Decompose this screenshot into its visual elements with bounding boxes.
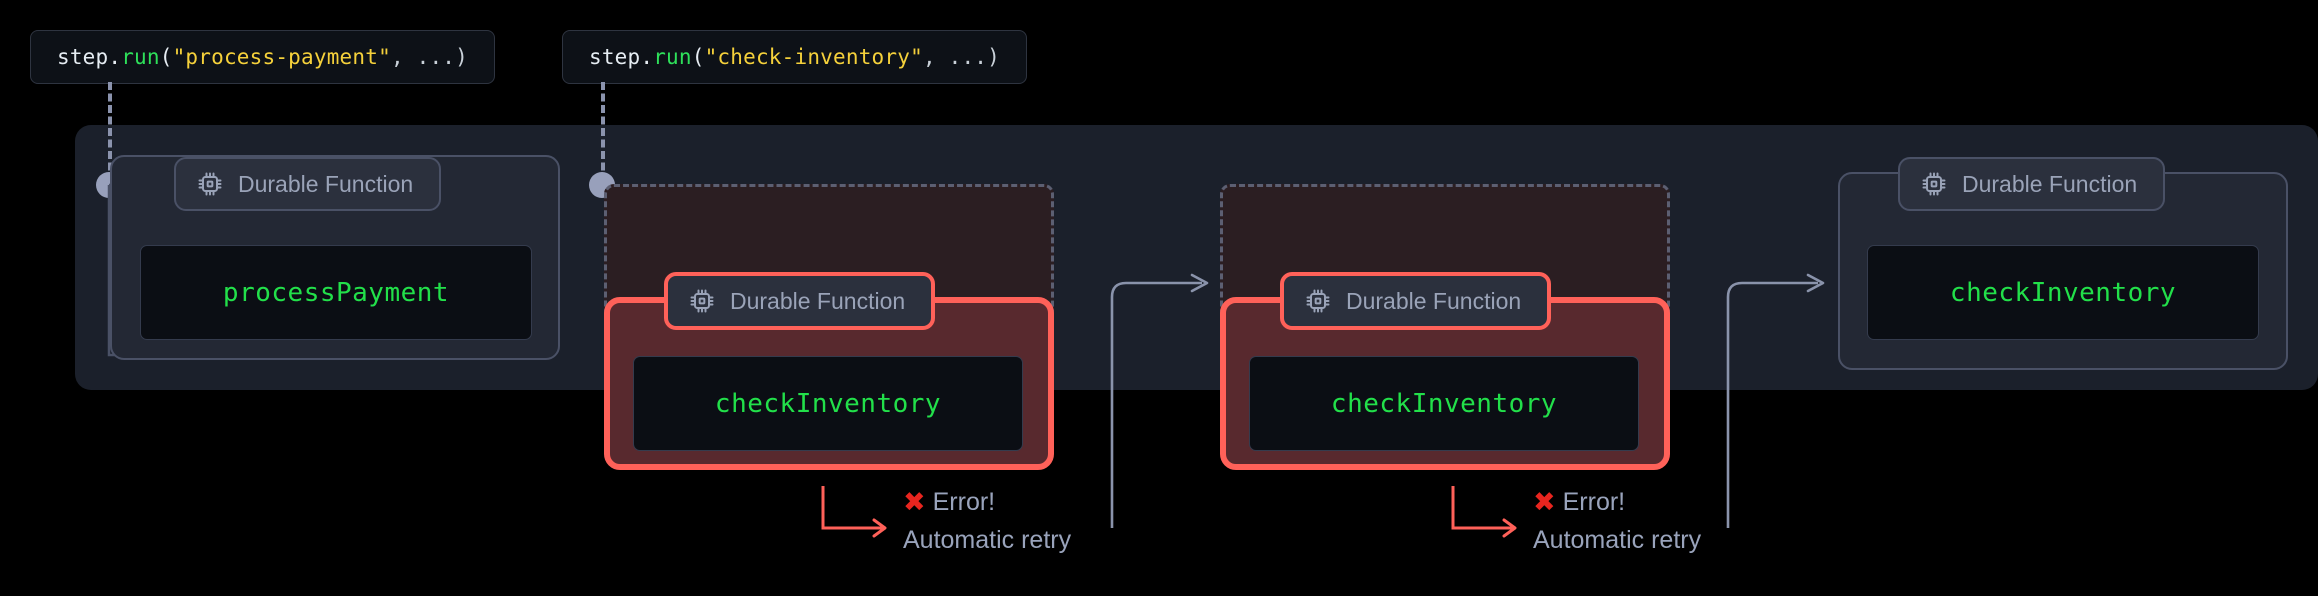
cpu-chip-icon [198, 172, 222, 196]
durable-function-chip-4[interactable]: Durable Function [1898, 157, 2166, 211]
error-title-1: Error! [932, 488, 996, 516]
error-title-2: Error! [1562, 488, 1626, 516]
durable-function-chip-label-4: Durable Function [1962, 170, 2138, 197]
fn-terminal-process-payment: processPayment [140, 245, 532, 340]
error-title-row: ✖ Error! [1533, 488, 1701, 517]
code-open-paren: ( [691, 45, 705, 69]
red-cross-icon: ✖ [903, 487, 926, 518]
durable-function-chip-label-1: Durable Function [238, 170, 414, 197]
error-annotation-2: ✖ Error! Automatic retry [1533, 488, 1701, 555]
code-open-paren: ( [159, 45, 173, 69]
callout-leader-line-1 [108, 82, 112, 182]
retry-arrow-2 [1726, 273, 1825, 528]
code-prefix: step. [57, 45, 122, 69]
fn-name-check-inventory-1: checkInventory [714, 388, 942, 419]
cpu-chip-icon [690, 289, 714, 313]
code-prefix: step. [589, 45, 654, 69]
code-fn: run [653, 45, 692, 69]
code-callout-process-payment[interactable]: step.run("process-payment", ...) [30, 30, 495, 84]
durable-function-chip-label-2: Durable Function [730, 287, 906, 314]
code-string: "process-payment" [172, 45, 391, 69]
cpu-chip-icon [1922, 172, 1946, 196]
fn-terminal-check-inventory-2: checkInventory [1249, 356, 1639, 451]
durable-function-chip-3[interactable]: Durable Function [1280, 272, 1552, 330]
fn-terminal-check-inventory-1: checkInventory [633, 356, 1023, 451]
error-arrow-red-2 [1451, 486, 1517, 538]
code-string: "check-inventory" [704, 45, 923, 69]
error-subtitle-2: Automatic retry [1533, 526, 1702, 554]
code-rest: , ...) [390, 45, 468, 69]
error-arrow-red-1 [821, 486, 887, 538]
durable-function-chip-2[interactable]: Durable Function [664, 272, 936, 330]
durable-function-chip-label-3: Durable Function [1346, 287, 1522, 314]
code-rest: , ...) [922, 45, 1000, 69]
fn-name-process-payment: processPayment [222, 277, 450, 308]
fn-terminal-check-inventory-final: checkInventory [1867, 245, 2259, 340]
error-title-row: ✖ Error! [903, 488, 1071, 517]
error-annotation-1: ✖ Error! Automatic retry [903, 488, 1071, 555]
retry-arrow-1 [1110, 273, 1209, 528]
fn-name-check-inventory-2: checkInventory [1330, 388, 1558, 419]
durable-function-chip-1[interactable]: Durable Function [174, 157, 442, 211]
error-subtitle-1: Automatic retry [903, 526, 1072, 554]
code-callout-check-inventory[interactable]: step.run("check-inventory", ...) [562, 30, 1027, 84]
fn-name-check-inventory-final: checkInventory [1949, 277, 2177, 308]
cpu-chip-icon [1306, 289, 1330, 313]
code-fn: run [121, 45, 160, 69]
callout-leader-line-2 [601, 82, 605, 182]
red-cross-icon: ✖ [1533, 487, 1556, 518]
